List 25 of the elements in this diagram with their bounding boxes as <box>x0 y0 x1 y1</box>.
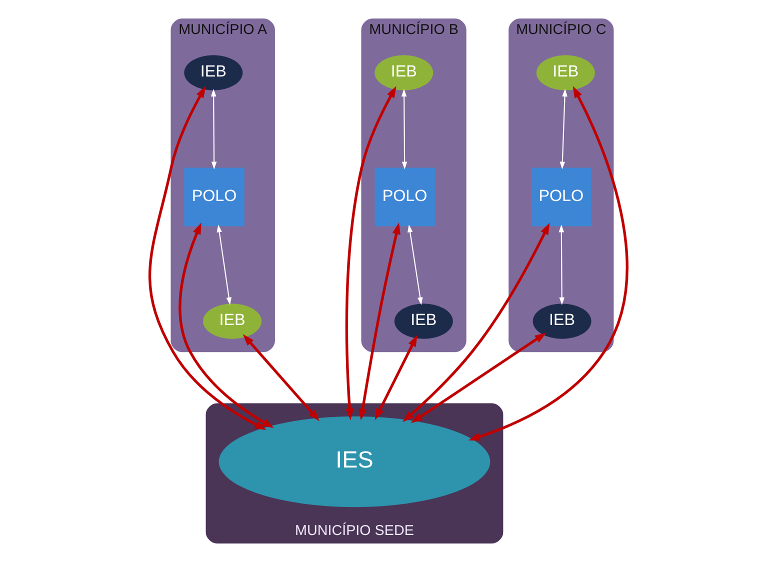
arrow <box>178 222 274 428</box>
arrow <box>210 88 217 170</box>
node-box: POLO <box>531 168 592 226</box>
arrow <box>148 86 266 430</box>
node-ellipse: IES <box>218 416 490 508</box>
node-ellipse: IEB <box>203 304 262 339</box>
node-ellipse: IEB <box>532 304 592 339</box>
node-box: POLO <box>184 168 244 226</box>
arrow <box>216 224 232 305</box>
node-ellipse: IEB <box>374 55 434 90</box>
arrow <box>401 88 408 170</box>
arrow <box>345 86 396 420</box>
node-box: POLO <box>374 168 435 226</box>
arrow <box>402 222 550 422</box>
arrow <box>374 334 418 420</box>
arrow <box>358 222 400 420</box>
arrow <box>560 88 568 170</box>
arrow <box>410 332 546 424</box>
arrow <box>407 224 423 305</box>
node-ellipse: IEB <box>536 55 595 90</box>
arrow <box>468 86 628 441</box>
node-ellipse: IEB <box>394 304 453 339</box>
arrow <box>558 224 565 305</box>
arrow <box>242 334 320 422</box>
node-ellipse: IEB <box>184 55 243 90</box>
